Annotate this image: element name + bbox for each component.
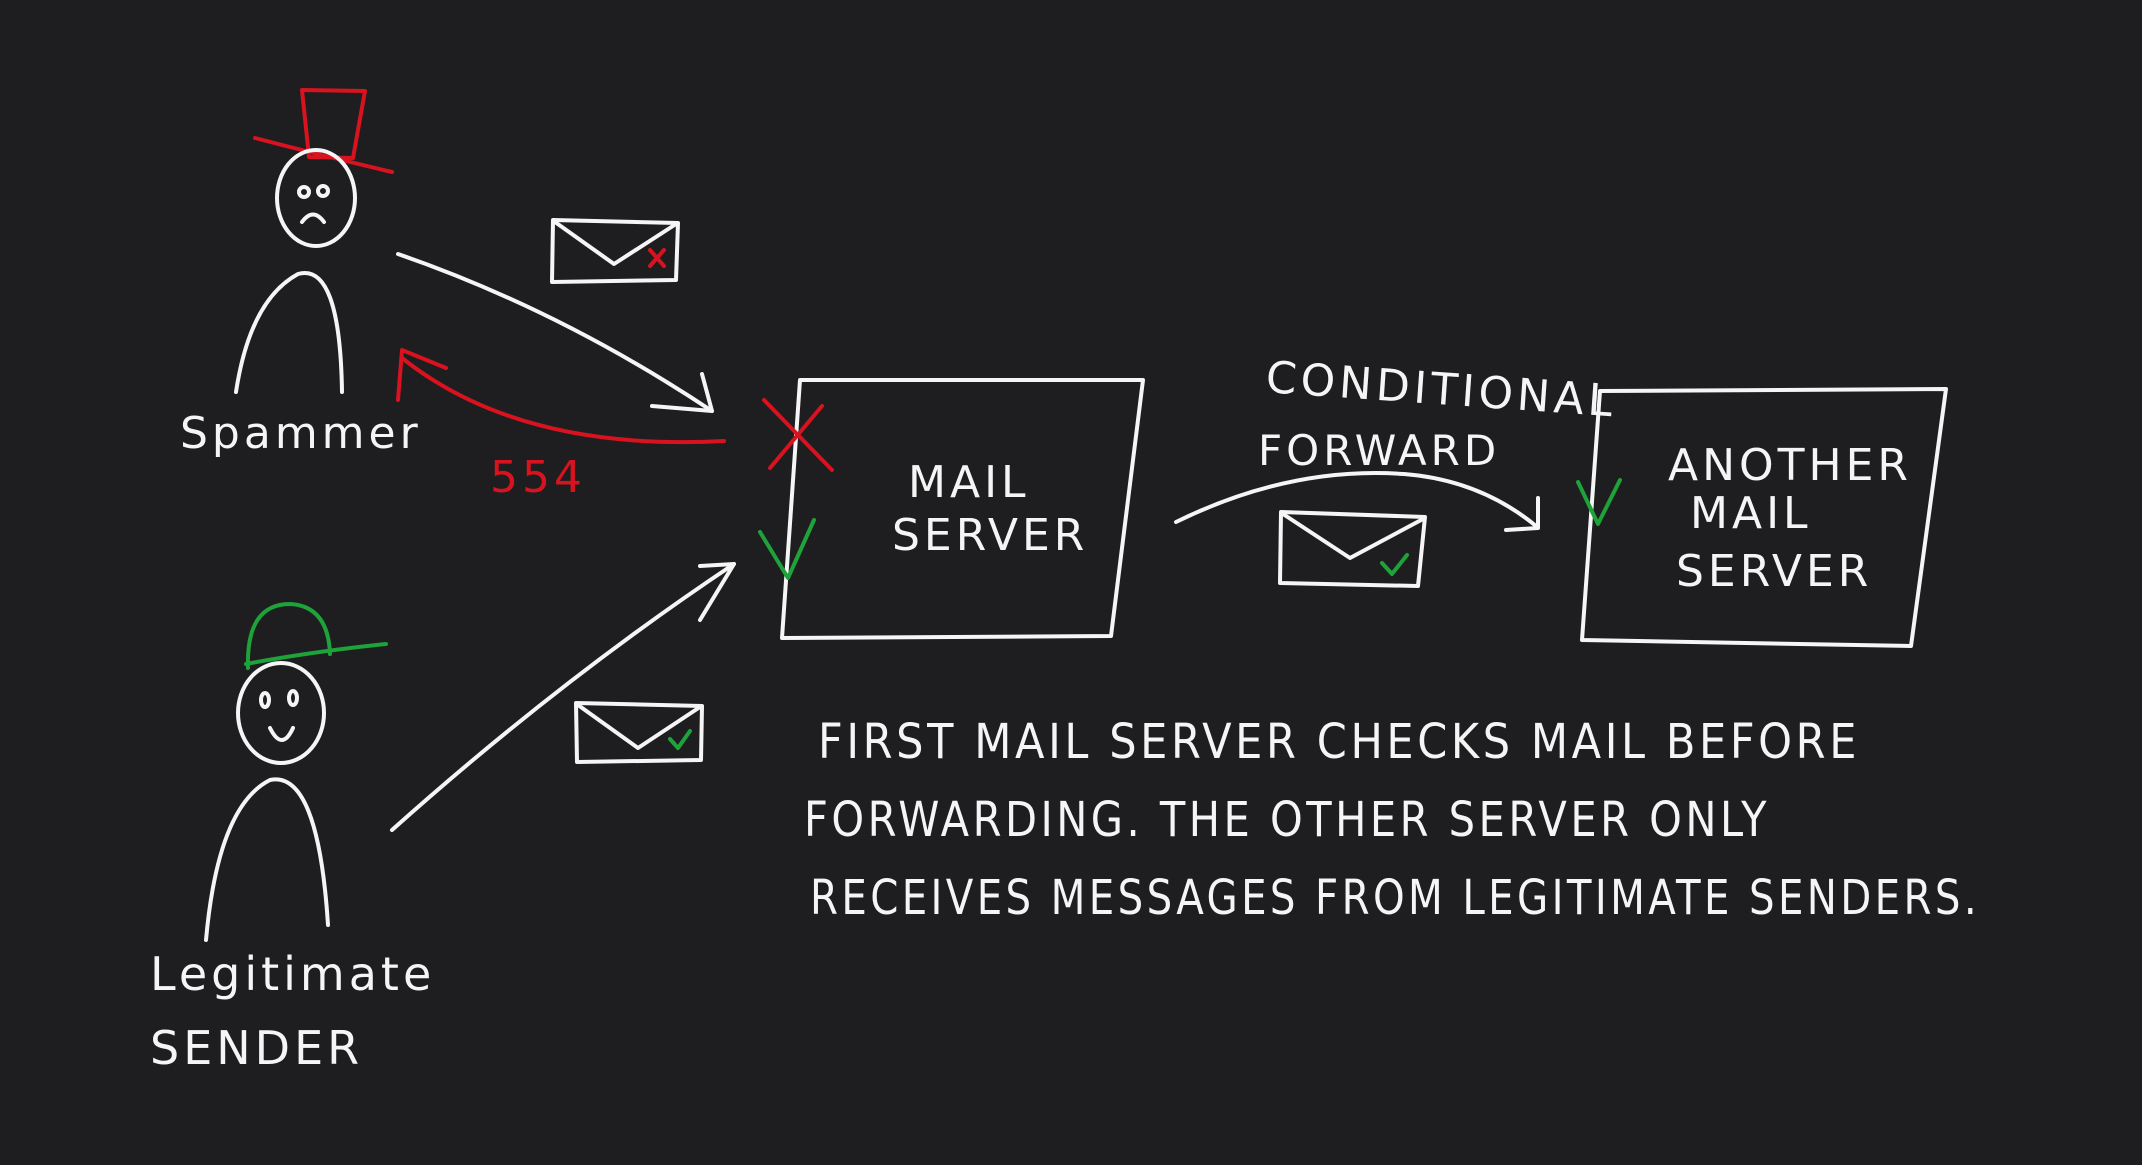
legitimate-label-line2: SENDER [150, 1021, 363, 1075]
another-server-label-line2: MAIL [1690, 488, 1812, 539]
sad-face-icon [277, 150, 355, 246]
conditional-forward-arrow [1176, 473, 1538, 530]
caption-line1: FIRST MAIL SERVER CHECKS MAIL BEFORE [818, 714, 1860, 770]
forward-envelope-icon [1280, 512, 1425, 586]
forward-label-line2: FORWARD [1258, 426, 1500, 475]
caption-line2: FORWARDING. THE OTHER SERVER ONLY [804, 792, 1770, 848]
spammer-label: Spammer [180, 408, 422, 459]
spam-envelope-icon [552, 220, 678, 282]
spammer-figure: Spammer [180, 90, 422, 459]
legit-delivery-arrow [392, 564, 734, 830]
spammer-body [236, 273, 342, 392]
happy-face-icon [238, 663, 324, 763]
another-server-label-line3: SERVER [1676, 546, 1872, 597]
legitimate-sender-body [206, 779, 328, 940]
another-mail-server-box: ANOTHER MAIL SERVER [1582, 389, 1946, 646]
legitimate-label-line1: Legitimate [150, 947, 435, 1001]
rejection-code-label: 554 [490, 452, 586, 503]
another-server-label-line1: ANOTHER [1668, 440, 1912, 491]
caption-line3: RECEIVES MESSAGES FROM LEGITIMATE SENDER… [810, 870, 1980, 926]
cap-icon [246, 604, 386, 668]
another-server-check-icon [1578, 480, 1620, 524]
mail-server-box: MAIL SERVER [782, 380, 1143, 638]
mail-server-label-line2: SERVER [892, 510, 1088, 561]
legit-envelope-icon [576, 703, 702, 762]
caption: FIRST MAIL SERVER CHECKS MAIL BEFORE FOR… [804, 714, 1980, 926]
rejection-arrow [398, 350, 724, 442]
mail-server-label-line1: MAIL [908, 457, 1030, 508]
forward-label-line1: CONDITIONAL [1264, 352, 1618, 427]
top-hat-icon [255, 90, 392, 172]
legitimate-sender-figure: Legitimate SENDER [150, 604, 435, 1075]
